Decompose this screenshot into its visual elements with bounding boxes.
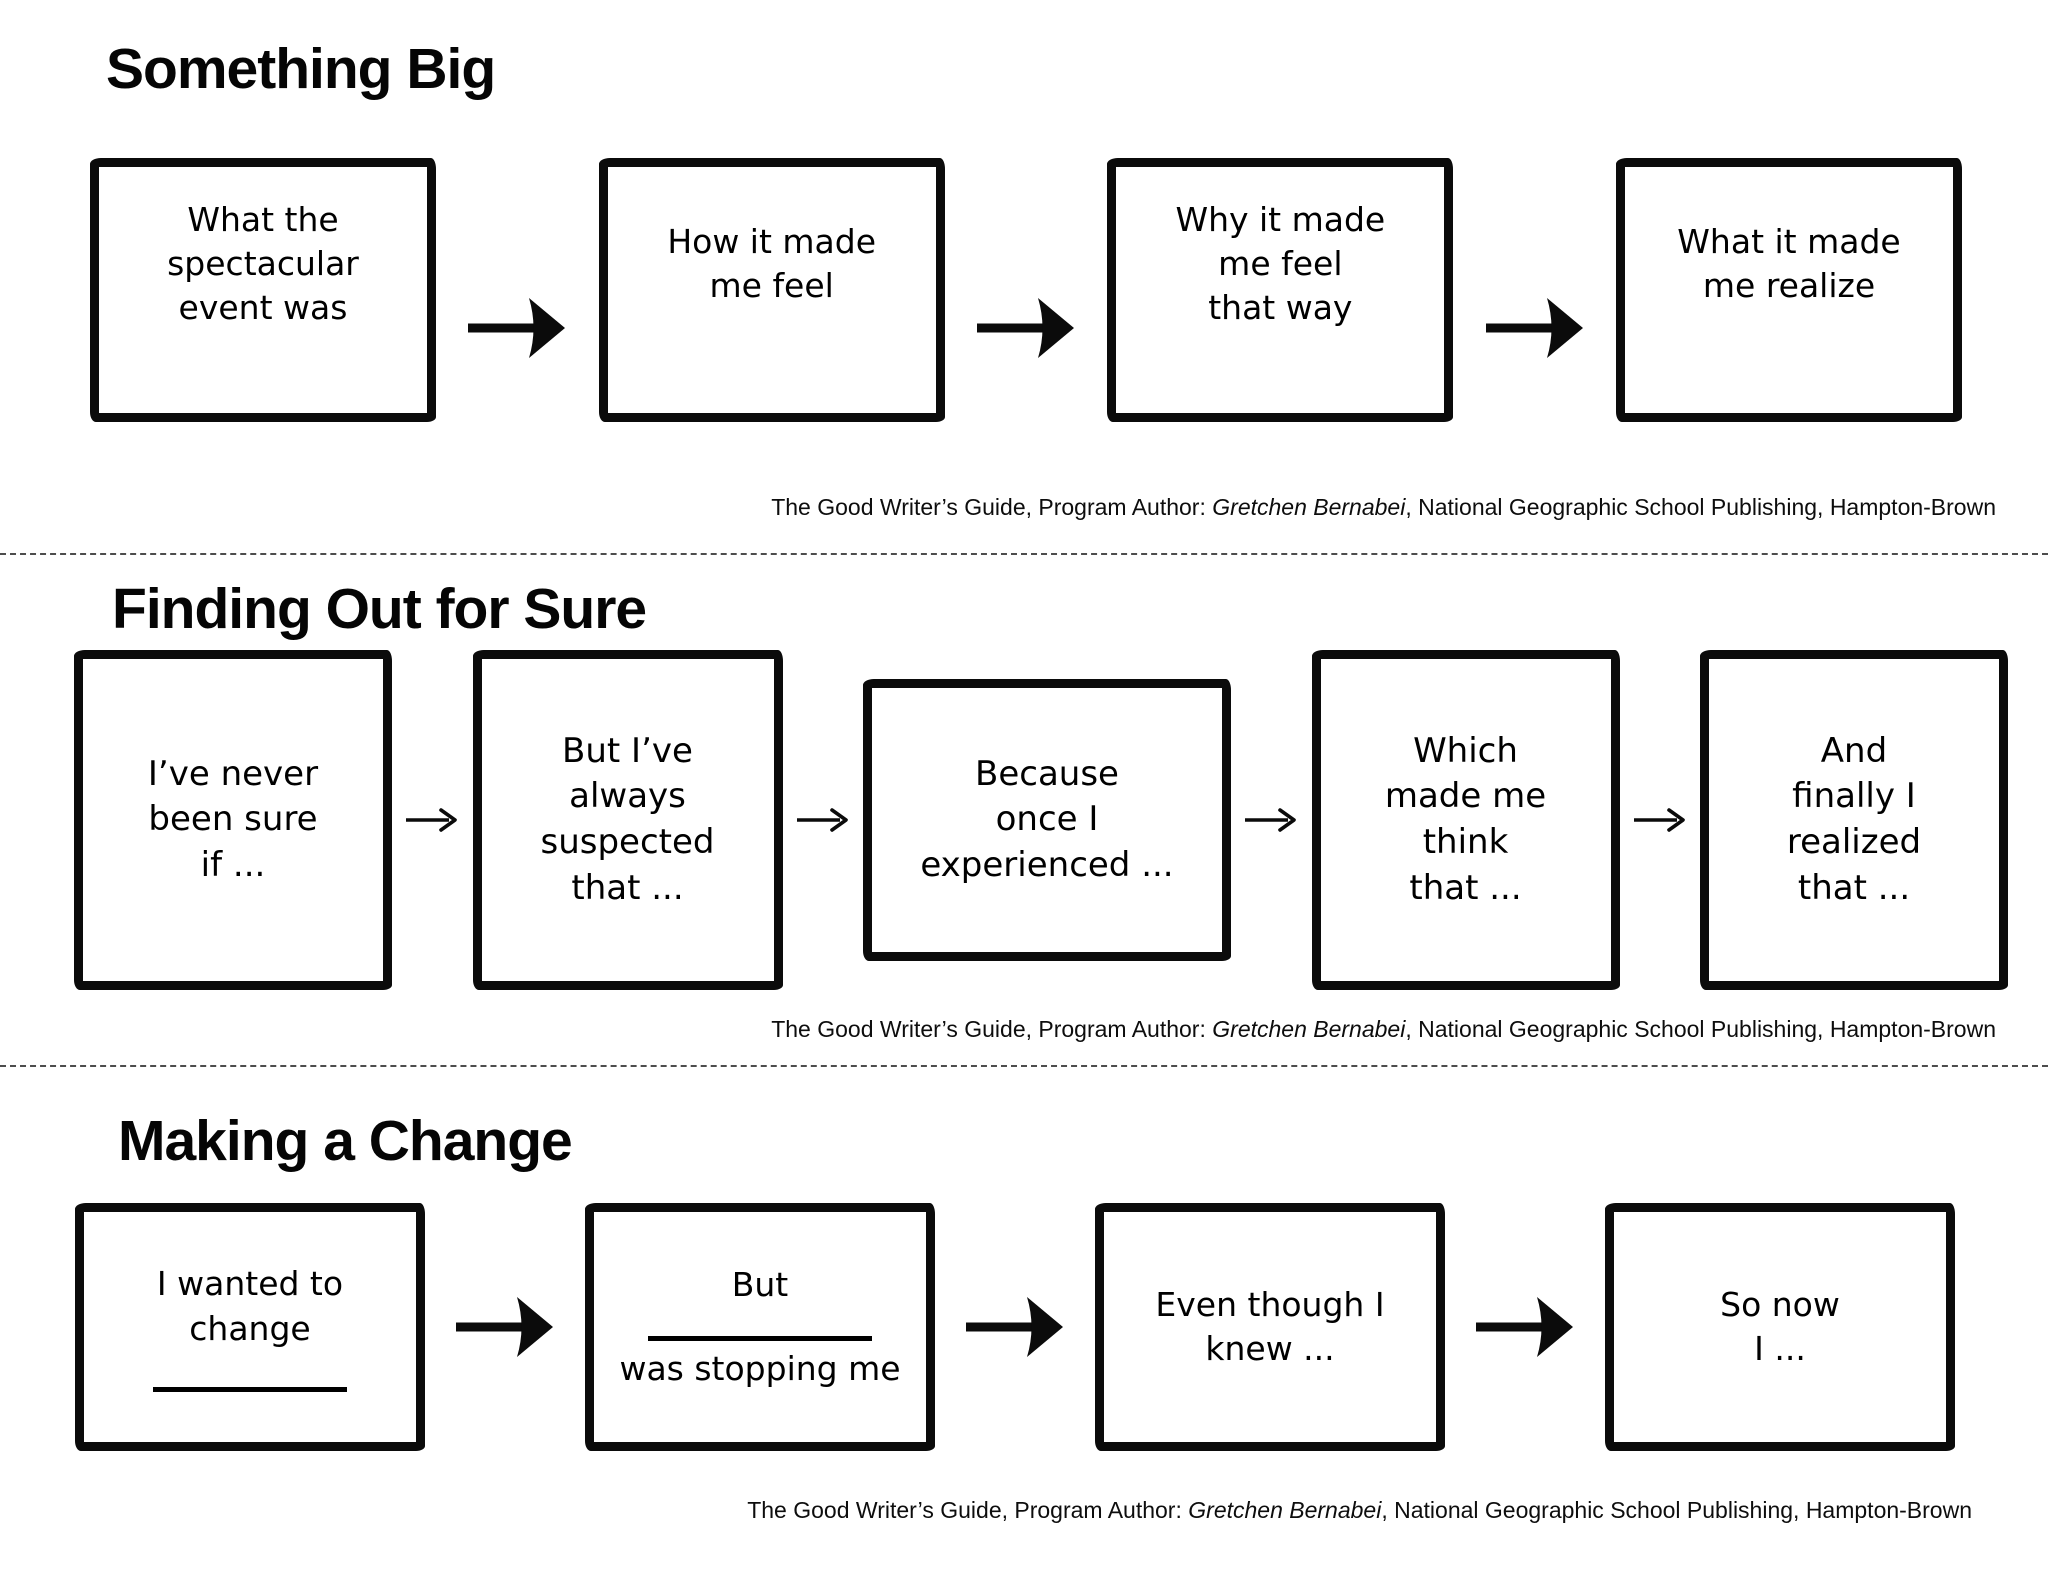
flow-box-line: I’ve never [147, 753, 319, 794]
flow-box-line: always [569, 776, 686, 817]
flow-box-line: me feel [709, 266, 834, 305]
flow-box-line: Even though I [1155, 1284, 1385, 1324]
flow-box-line: So now [1720, 1284, 1840, 1324]
flow-box: And finally I realized that ... [1700, 650, 2008, 990]
flow-box-line: think [1422, 822, 1509, 862]
flow-arrow-icon [436, 196, 599, 460]
flow-box-line: realized [1786, 822, 1922, 862]
section-title-finding-out-for-sure: Finding Out for Sure [112, 577, 647, 641]
flow-box-line: event was [178, 288, 348, 328]
citation-author: Gretchen Bernabei [1188, 1497, 1382, 1523]
flow-box-line: made me [1384, 776, 1547, 817]
flow-box-line: And [1820, 730, 1888, 771]
flow-arrow-icon [945, 196, 1108, 460]
flow-arrow-icon [1231, 650, 1312, 990]
citation-suffix: , National Geographic School Publishing,… [1405, 494, 1996, 520]
flow-box: Which made me think that ... [1311, 650, 1620, 990]
blank-line [152, 1386, 348, 1392]
flow-box: What it made me realize [1616, 158, 1963, 422]
section-title-something-big: Something Big [106, 37, 496, 101]
flow-box-line: What the [187, 199, 339, 239]
flow-box-text: Even though I knew ... [1104, 1283, 1436, 1371]
flow-box-line: me feel [1218, 243, 1343, 283]
flow-box-line: spectacular [167, 243, 359, 283]
flow-box-line: finally I [1792, 776, 1916, 817]
flow-box-line: change [189, 1308, 311, 1348]
flow-box-text: So now I ... [1614, 1283, 1946, 1371]
flow-box-line: But [731, 1265, 789, 1305]
flow-box: But was stopping me [585, 1203, 935, 1451]
flow-box-text: How it made me feel [608, 220, 936, 308]
flow-box-text: What it made me realize [1625, 220, 1953, 308]
citation-author: Gretchen Bernabei [1212, 494, 1406, 520]
citation-author: Gretchen Bernabei [1212, 1016, 1406, 1042]
citation: The Good Writer’s Guide, Program Author:… [771, 1016, 1996, 1043]
flow-box-line: once I [995, 799, 1099, 840]
flow-arrow-icon [1620, 650, 1701, 990]
flow-arrow-icon [1453, 196, 1616, 460]
flow-box-text: But was stopping me [594, 1263, 926, 1390]
flow-box: Even though I knew ... [1095, 1203, 1445, 1451]
flow-box-line: Which [1413, 730, 1518, 771]
flow-box-line: What it made [1677, 221, 1901, 261]
citation-prefix: The Good Writer’s Guide, Program Author: [771, 1016, 1213, 1042]
flow-box-line: that ... [1797, 867, 1911, 908]
flow-box-line: How it made [667, 221, 877, 261]
dashed-separator [0, 553, 2048, 555]
flow-box-line: was stopping me [619, 1348, 901, 1388]
flow-box-line: me realize [1702, 266, 1876, 305]
flow-box-line: Because [975, 753, 1119, 794]
flow-box-line: that way [1208, 288, 1353, 328]
flow-box-line: if ... [200, 844, 266, 885]
flow-box-line: that ... [571, 867, 684, 908]
flow-box: But I’ve always suspected that ... [472, 650, 783, 990]
flow-arrow-icon [425, 1203, 585, 1451]
flow-box-line: I wanted to [156, 1264, 344, 1304]
flow-box-text: Which made me think that ... [1321, 729, 1611, 911]
flow-box-line: suspected [540, 822, 715, 862]
dashed-separator [0, 1065, 2048, 1067]
citation-suffix: , National Geographic School Publishing,… [1381, 1497, 1972, 1523]
flow-arrow-icon [392, 650, 473, 990]
citation-suffix: , National Geographic School Publishing,… [1405, 1016, 1996, 1042]
section-title-making-a-change: Making a Change [118, 1109, 573, 1173]
flow-arrow-icon [783, 650, 864, 990]
flow-box-line: Why it made [1175, 199, 1386, 239]
flow-box-text: But I’ve always suspected that ... [482, 729, 774, 911]
flow-box-text: And finally I realized that ... [1709, 729, 1999, 911]
flow-box-line: I ... [1754, 1329, 1806, 1368]
flow-box-line: been sure [148, 799, 318, 840]
flow-box: How it made me feel [598, 158, 945, 422]
flow-box-line: experienced ... [920, 844, 1174, 885]
flow-box-line: But I’ve [562, 730, 693, 771]
flow-box: So now I ... [1605, 1203, 1955, 1451]
flow-arrow-icon [1445, 1203, 1605, 1451]
blank-line [647, 1335, 873, 1341]
flow-box-line: knew ... [1205, 1329, 1335, 1368]
citation-prefix: The Good Writer’s Guide, Program Author: [747, 1497, 1189, 1523]
citation: The Good Writer’s Guide, Program Author:… [771, 494, 1996, 521]
flow-arrow-icon [935, 1203, 1095, 1451]
citation: The Good Writer’s Guide, Program Author:… [747, 1497, 1972, 1524]
flow-box-line: that ... [1409, 867, 1522, 908]
citation-prefix: The Good Writer’s Guide, Program Author: [771, 494, 1213, 520]
